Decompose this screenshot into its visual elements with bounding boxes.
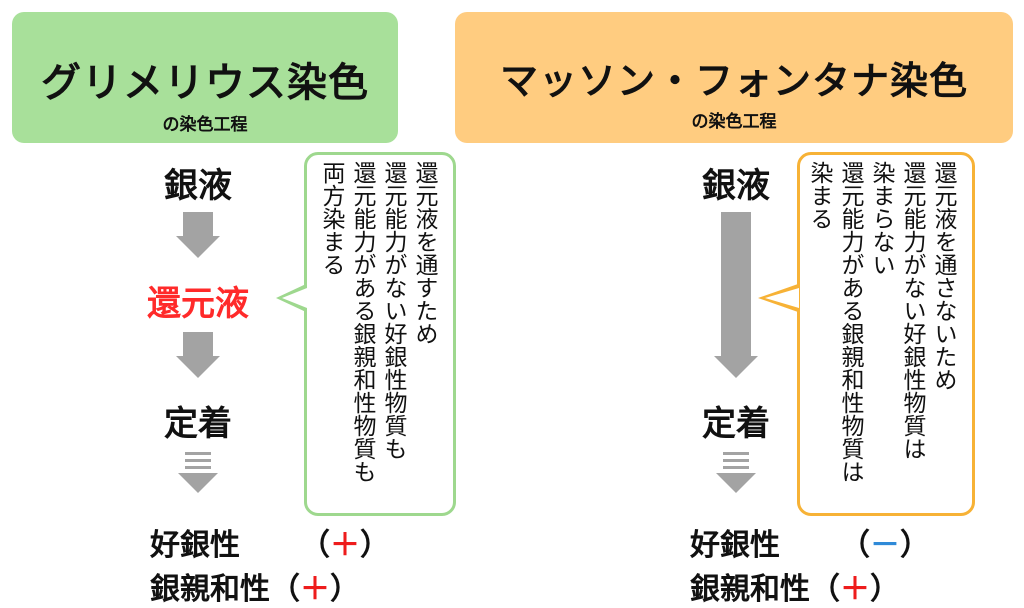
left-result-argyrophil-sign: ＋ [330,528,360,563]
left-bubble-text: 還元液を通すため 還元能力がない好銀性物質も 還元能力がある銀親和性物質も 両方… [318,161,437,483]
right-result-argyrophil-label: 好銀性 [690,528,780,563]
left-step-reducing-solution: 還元液 [147,284,249,324]
left-result-argyrophil-label: 好銀性 [150,528,240,563]
right-bubble-text: 還元液を通さないため 還元能力がない好銀性物質は 染まらない 還元能力がある銀親… [806,161,956,483]
right-step-fixing: 定着 [702,404,770,444]
left-result-argentaffin: 銀親和性（＋） [150,572,360,607]
left-step-silver-solution: 銀液 [164,166,232,206]
left-result-argentaffin-label: 銀親和性 [150,572,270,607]
left-bubble-tail-inner [282,288,307,308]
right-result-argentaffin-sign: ＋ [840,572,870,607]
left-result-arrow [168,452,228,493]
right-arrow-long [706,212,766,378]
right-result-argentaffin: 銀親和性（＋） [690,572,900,607]
right-explanation-bubble: 還元液を通さないため 還元能力がない好銀性物質は 染まらない 還元能力がある銀親… [797,152,975,516]
left-result-argyrophil: 好銀性（＋） [150,528,390,563]
right-result-argyrophil: 好銀性（－） [690,528,930,563]
left-subtitle: の染色工程 [162,115,248,135]
left-explanation-bubble: 還元液を通すため 還元能力がない好銀性物質も 還元能力がある銀親和性物質も 両方… [304,152,456,516]
right-header: マッソン・フォンタナ染色 の染色工程 [455,12,1013,143]
right-result-argentaffin-label: 銀親和性 [690,572,810,607]
left-arrow-2 [168,332,228,378]
right-bubble-tail-inner [765,288,799,308]
left-step-fixing: 定着 [164,404,232,444]
right-result-arrow [706,452,766,493]
left-title: グリメリウス染色 [41,60,369,106]
left-header: グリメリウス染色 の染色工程 [12,12,398,143]
right-subtitle: の染色工程 [691,112,777,132]
left-result-argentaffin-sign: ＋ [300,572,330,607]
left-arrow-1 [168,212,228,258]
right-title: マッソン・フォンタナ染色 [499,59,968,103]
right-step-silver-solution: 銀液 [702,166,770,206]
right-result-argyrophil-sign: － [870,528,900,563]
